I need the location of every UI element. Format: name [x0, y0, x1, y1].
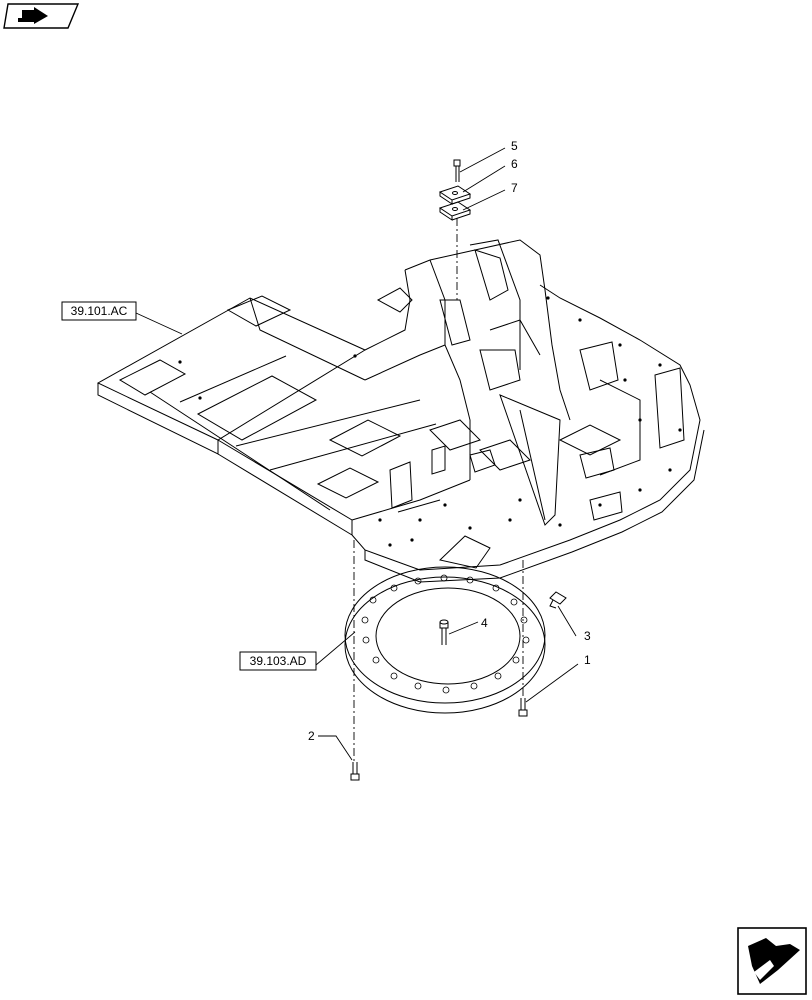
upper-frame: [96, 239, 705, 583]
callout-7: 7: [511, 181, 518, 195]
assembly-center-lines: [353, 218, 524, 762]
callout-labels: 5 6 7 3 4 1 2: [308, 139, 591, 743]
bolt-item-5: [453, 159, 461, 182]
bolt-item-1: [518, 698, 528, 717]
callout-2: 2: [308, 729, 315, 743]
leader-lines: [135, 147, 579, 761]
previous-page-icon[interactable]: [3, 3, 80, 29]
callout-6: 6: [511, 157, 518, 171]
next-page-icon[interactable]: [737, 927, 807, 995]
svg-text:39.101.AC: 39.101.AC: [71, 304, 128, 318]
plate-item-7: [438, 201, 472, 221]
reference-39-101-ac[interactable]: 39.101.AC: [61, 301, 137, 321]
callout-1: 1: [584, 653, 591, 667]
slewing-ring: [344, 566, 546, 714]
svg-text:39.103.AD: 39.103.AD: [250, 654, 307, 668]
reference-39-103-ad[interactable]: 39.103.AD: [239, 651, 317, 671]
fitting-item-3: [549, 591, 567, 609]
callout-5: 5: [511, 139, 518, 153]
frame-bolt-holes: [178, 296, 682, 547]
bolt-item-4: [439, 619, 449, 645]
slewing-ring-holes: [361, 574, 530, 694]
callout-4: 4: [481, 616, 488, 630]
bolt-item-2: [350, 762, 360, 781]
plate-item-6: [438, 185, 472, 205]
callout-3: 3: [584, 629, 591, 643]
